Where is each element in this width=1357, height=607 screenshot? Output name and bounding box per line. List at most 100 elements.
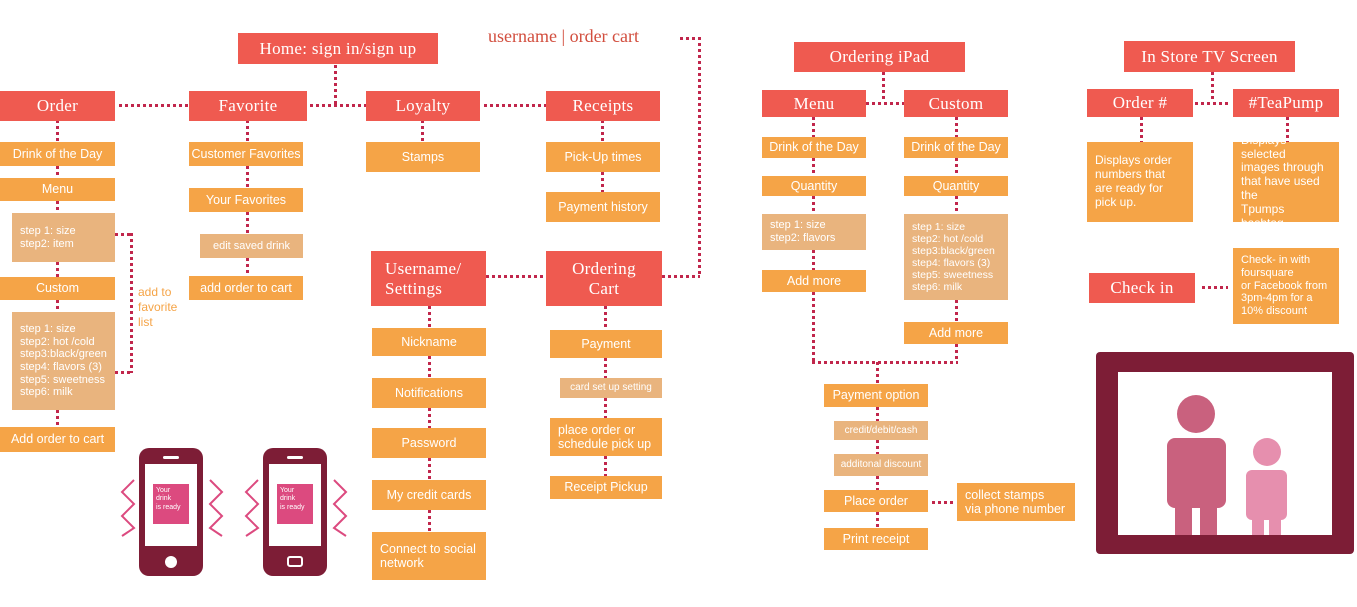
connector-v [955, 300, 958, 322]
order-number-box: Order # [1087, 89, 1193, 117]
teapump-box: #TeaPump [1233, 89, 1339, 117]
check-in-box: Check in [1089, 273, 1195, 303]
teapump-desc-box: Displays selected images through that ha… [1233, 133, 1339, 229]
ipad-menu-drink-box: Drink of the Day [762, 137, 866, 158]
home-button-icon [287, 556, 303, 567]
ipad-place-order-box: Place order [824, 490, 928, 512]
phone-screen: Your drink is ready [269, 464, 321, 546]
vibration-left-icon [120, 479, 136, 537]
connector-v [428, 356, 431, 378]
connector-v [876, 440, 879, 454]
connector-collect [932, 501, 956, 504]
vibration-right-icon [332, 479, 348, 537]
connector-header-cart-v [698, 37, 701, 277]
tv-screen-icon [1096, 352, 1354, 554]
ipad-custom-add-more-box: Add more [904, 322, 1008, 344]
connector-v [246, 258, 249, 276]
ipad-custom-drink-box: Drink of the Day [904, 137, 1008, 158]
ipad-menu-quantity-box: Quantity [762, 176, 866, 196]
ipad-custom-quantity-box: Quantity [904, 176, 1008, 196]
add-order-to-cart-box: Add order to cart [0, 427, 115, 452]
connector-v [812, 196, 815, 214]
connector-v [955, 158, 958, 176]
connector-settings-cart [486, 275, 546, 278]
connector-v [604, 398, 607, 418]
in-store-tv-box: In Store TV Screen [1124, 41, 1295, 72]
connector-v [601, 120, 604, 142]
connector-fav-bracket-v [130, 233, 133, 373]
card-setup-box: card set up setting [560, 378, 662, 398]
edit-saved-drink-box: edit saved drink [200, 234, 303, 258]
connector-v [601, 172, 604, 192]
custom-steps-box: step 1: size step2: hot /cold step3:blac… [12, 312, 115, 410]
phone-screen: Your drink is ready [145, 464, 197, 546]
ipad-menu-box: Menu [762, 90, 866, 117]
payment-option-box: Payment option [824, 384, 928, 407]
payment-box: Payment [550, 330, 662, 358]
settings-item-connect-social: Connect to social network [372, 532, 486, 580]
connector-v [246, 120, 249, 142]
connector-v [955, 196, 958, 214]
connector-v [56, 300, 59, 312]
connector-v [56, 166, 59, 178]
your-favorites-box: Your Favorites [189, 188, 303, 212]
connector-v [56, 120, 59, 142]
connector-v [876, 407, 879, 421]
settings-item-password: Password [372, 428, 486, 458]
connector-tv [1195, 102, 1231, 105]
stamps-box: Stamps [366, 142, 480, 172]
custom-box: Custom [0, 277, 115, 300]
people-icon [1167, 395, 1287, 535]
connector-header-cart-h [662, 275, 700, 278]
receipt-pickup-box: Receipt Pickup [550, 476, 662, 499]
collect-stamps-box: collect stamps via phone number [957, 483, 1075, 521]
favorite-box: Favorite [189, 91, 307, 121]
drink-of-the-day-box: Drink of the Day [0, 142, 115, 166]
settings-item-credit-cards: My credit cards [372, 480, 486, 510]
ordering-cart-box: Ordering Cart [546, 251, 662, 306]
vibration-right-icon [208, 479, 224, 537]
connector-v [876, 362, 879, 384]
ipad-custom-box: Custom [904, 90, 1008, 117]
phone-speaker [287, 456, 303, 459]
connector-v [812, 158, 815, 176]
menu-box: Menu [0, 178, 115, 201]
print-receipt-box: Print receipt [824, 528, 928, 550]
connector-v [876, 512, 879, 528]
connector-ipad-menu-custom [866, 102, 904, 105]
connector-tv-title [1211, 72, 1214, 102]
connector-v [56, 262, 59, 277]
connector-checkin [1202, 286, 1228, 289]
connector-v [604, 456, 607, 476]
connector-favorite-loyalty [310, 104, 366, 107]
ipad-menu-steps-box: step 1: size step2: flavors [762, 214, 866, 250]
menu-steps-box: step 1: size step2: item [12, 213, 115, 262]
connector-home-main [334, 65, 337, 105]
vibration-left-icon [244, 479, 260, 537]
connector-loyalty-receipts [484, 104, 546, 107]
phone-speaker [163, 456, 179, 459]
connector-ipad-title [882, 72, 885, 102]
connector-fav-bracket [115, 371, 133, 374]
connector-v [428, 306, 431, 328]
connector-header-cart [680, 37, 700, 40]
phone-icon: Your drink is ready [263, 448, 327, 576]
receipts-box: Receipts [546, 91, 660, 121]
connector-v [428, 408, 431, 428]
connector-v [1286, 117, 1289, 142]
ordering-ipad-box: Ordering iPad [794, 42, 965, 72]
drink-ready-message: Your drink is ready [277, 484, 313, 524]
ipad-menu-add-more-box: Add more [762, 270, 866, 292]
connector-v [56, 201, 59, 213]
connector-v [604, 306, 607, 330]
connector-v [812, 292, 815, 362]
connector-v [812, 117, 815, 139]
connector-v [246, 212, 249, 234]
connector-v [604, 358, 607, 378]
home-signin-box: Home: sign in/sign up [238, 33, 438, 64]
connector-order-favorite [119, 104, 189, 107]
check-in-desc-box: Check- in with foursquare or Facebook fr… [1233, 248, 1339, 324]
pickup-times-box: Pick-Up times [546, 142, 660, 172]
credit-debit-cash-box: credit/debit/cash [834, 421, 928, 440]
additional-discount-box: additonal discount [834, 454, 928, 476]
